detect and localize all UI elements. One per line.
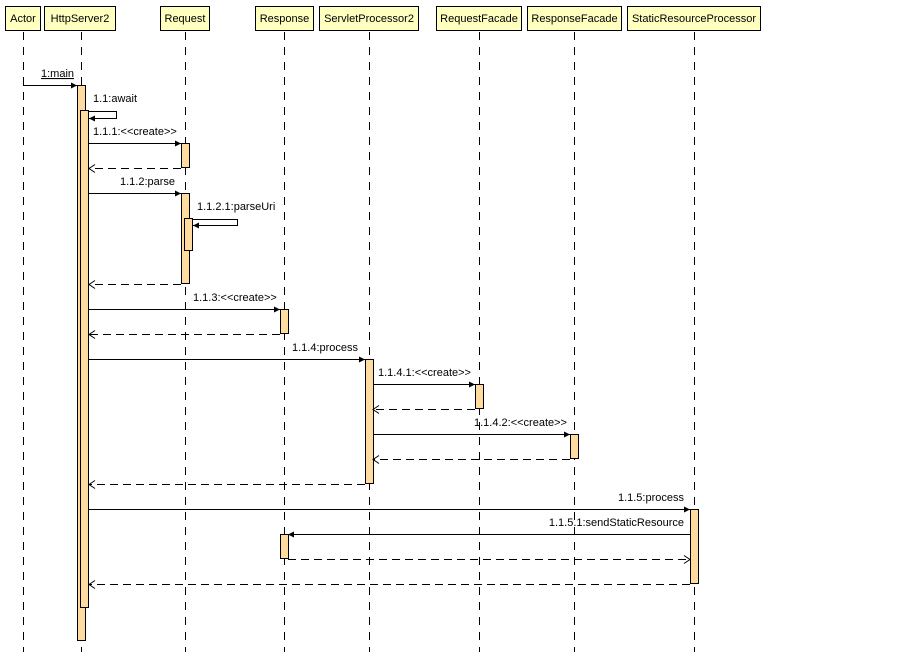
- message-1-1-4[interactable]: 1.1.4:process: [89, 342, 365, 363]
- self-call-line: [89, 111, 117, 119]
- arrowhead-filled: [684, 506, 690, 513]
- participant-headers: Actor HttpServer2 Request Response ServletPr…: [5, 6, 761, 31]
- message-label: 1:main: [41, 68, 74, 80]
- activation-bar-staticresourceprocessor: [690, 509, 699, 584]
- message-1-1-4r[interactable]: [88, 480, 365, 489]
- activation-bar-request: [184, 218, 193, 251]
- activation-bar-response: [280, 309, 289, 334]
- participant-box: [527, 6, 622, 31]
- message-1-1-4-1[interactable]: 1.1.4.1:<<create>>: [373, 367, 475, 388]
- message-1-1-5[interactable]: 1.1.5:process: [89, 492, 690, 513]
- participant-requestfacade[interactable]: RequestFacade: [436, 6, 522, 31]
- participant-request[interactable]: Request: [160, 6, 210, 31]
- arrowhead-open: [88, 480, 96, 489]
- message-1-1-4-2r[interactable]: [372, 455, 570, 464]
- message-1-1-5-1r[interactable]: [288, 555, 691, 564]
- message-label: 1.1.5:process: [618, 492, 685, 504]
- arrowhead-open: [372, 455, 380, 464]
- arrowhead-open: [88, 280, 96, 289]
- self-call-line: [193, 219, 238, 226]
- participant-box: [255, 6, 314, 31]
- arrowhead-filled: [288, 531, 294, 538]
- participant-label: StaticResourceProcessor: [632, 13, 756, 25]
- message-1-1-3[interactable]: 1.1.3:<<create>>: [89, 292, 280, 313]
- participant-label: Response: [260, 13, 310, 25]
- messages: 1:main 1.1:await 1.1.1:<<create>> 1.1.2:par…: [23, 68, 691, 589]
- message-1-1-2[interactable]: 1.1.2:parse: [89, 176, 181, 197]
- participant-box: [5, 6, 41, 31]
- participant-label: ResponseFacade: [531, 13, 617, 25]
- message-label: 1.1:await: [93, 93, 137, 105]
- arrowhead-filled: [89, 115, 95, 122]
- message-label: 1.1.2.1:parseUri: [197, 201, 275, 213]
- message-1-1-5-1[interactable]: 1.1.5.1:sendStaticResource: [288, 517, 690, 538]
- participant-box: [436, 6, 522, 31]
- message-1-1-2-1[interactable]: 1.1.2.1:parseUri: [193, 201, 275, 229]
- participant-box: [44, 6, 116, 31]
- arrowhead-filled: [71, 82, 77, 89]
- activation-bar-responsefacade: [570, 434, 579, 459]
- activation-bar-request: [181, 143, 190, 168]
- message-label: 1.1.5.1:sendStaticResource: [549, 517, 684, 529]
- arrowhead-open: [88, 580, 96, 589]
- participant-label: ServletProcessor2: [324, 13, 414, 25]
- participant-response[interactable]: Response: [255, 6, 314, 31]
- participant-servletprocessor2[interactable]: ServletProcessor2: [319, 6, 419, 31]
- activation-bar-requestfacade: [475, 384, 484, 409]
- arrowhead-filled: [359, 356, 365, 363]
- participant-box: [160, 6, 210, 31]
- participant-label: RequestFacade: [440, 13, 518, 25]
- arrowhead-open: [88, 330, 96, 339]
- message-1[interactable]: 1:main: [23, 68, 77, 89]
- participant-staticresourceprocessor[interactable]: StaticResourceProcessor: [627, 6, 761, 31]
- arrowhead-open: [88, 164, 96, 173]
- message-1-1-3r[interactable]: [88, 330, 280, 339]
- message-label: 1.1.1:<<create>>: [93, 126, 177, 138]
- message-label: 1.1.4.1:<<create>>: [378, 367, 471, 379]
- arrowhead-open: [683, 555, 691, 564]
- activation-bar-response: [280, 534, 289, 559]
- participant-label: HttpServer2: [51, 13, 110, 25]
- participant-box: [319, 6, 419, 31]
- activations: [77, 85, 699, 641]
- arrowhead-open: [372, 405, 380, 414]
- arrowhead-filled: [469, 381, 475, 388]
- message-label: 1.1.2:parse: [120, 176, 175, 188]
- arrowhead-filled: [274, 306, 280, 313]
- arrowhead-filled: [564, 431, 570, 438]
- message-label: 1.1.3:<<create>>: [193, 292, 277, 304]
- participant-httpserver2[interactable]: HttpServer2: [44, 6, 116, 31]
- arrowhead-filled: [175, 140, 181, 147]
- activation-bar-servletprocessor2: [365, 359, 374, 484]
- message-1-1-2r[interactable]: [88, 280, 181, 289]
- message-1-1-4-2[interactable]: 1.1.4.2:<<create>>: [373, 417, 570, 438]
- message-1-1-1r[interactable]: [88, 164, 181, 173]
- message-1-1-5r[interactable]: [88, 580, 690, 589]
- participant-label: Request: [165, 13, 206, 25]
- message-label: 1.1.4:process: [292, 342, 359, 354]
- arrowhead-filled: [175, 190, 181, 197]
- participant-label: Actor: [10, 13, 36, 25]
- activation-bar-httpserver2: [80, 110, 89, 608]
- message-1-1-1[interactable]: 1.1.1:<<create>>: [89, 126, 181, 147]
- message-1-1[interactable]: 1.1:await: [89, 93, 137, 122]
- participant-actor[interactable]: Actor: [5, 6, 41, 31]
- participant-box: [627, 6, 761, 31]
- message-label: 1.1.4.2:<<create>>: [474, 417, 567, 429]
- participant-responsefacade[interactable]: ResponseFacade: [527, 6, 622, 31]
- arrowhead-filled: [193, 222, 199, 229]
- message-1-1-4-1r[interactable]: [372, 405, 475, 414]
